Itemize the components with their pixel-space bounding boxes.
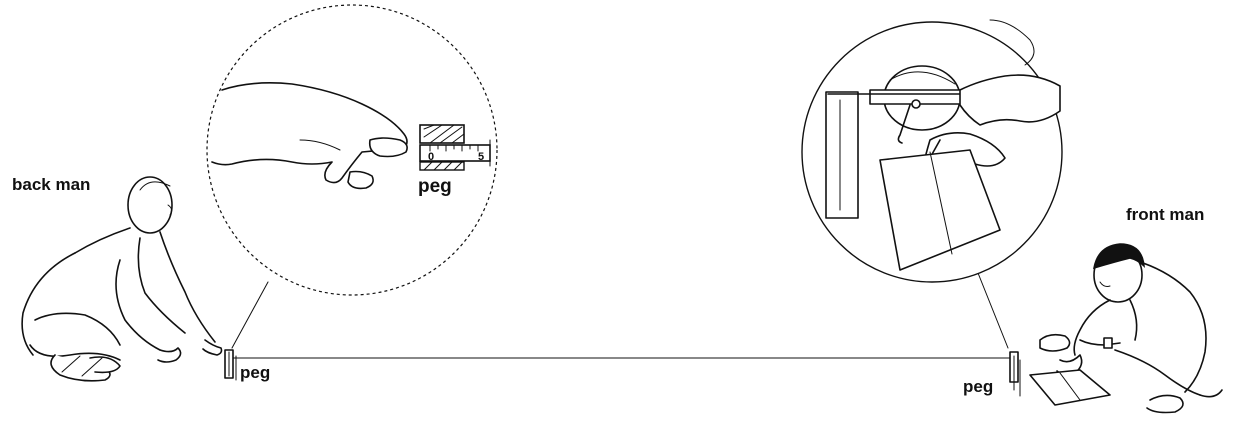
back-man-label: back man <box>12 175 90 194</box>
front-peg-label: peg <box>963 377 993 396</box>
front-peg <box>1009 351 1021 397</box>
inset-peg-label: peg <box>418 176 452 197</box>
back-man-figure <box>21 176 223 382</box>
front-man-figure <box>1029 243 1223 414</box>
front-inset-circle <box>801 19 1063 283</box>
front-man-label: front man <box>1126 205 1204 224</box>
back-peg <box>224 349 237 381</box>
back-callout-leader <box>231 281 269 349</box>
back-peg-label: peg <box>240 363 270 382</box>
inset-tape-zero: 0 <box>428 151 434 163</box>
tape-reel <box>827 65 963 144</box>
inset-tape-five: 5 <box>478 151 484 163</box>
inset-tape: 0 5 <box>419 124 491 171</box>
back-inset-circle: 0 5 peg <box>206 4 498 296</box>
